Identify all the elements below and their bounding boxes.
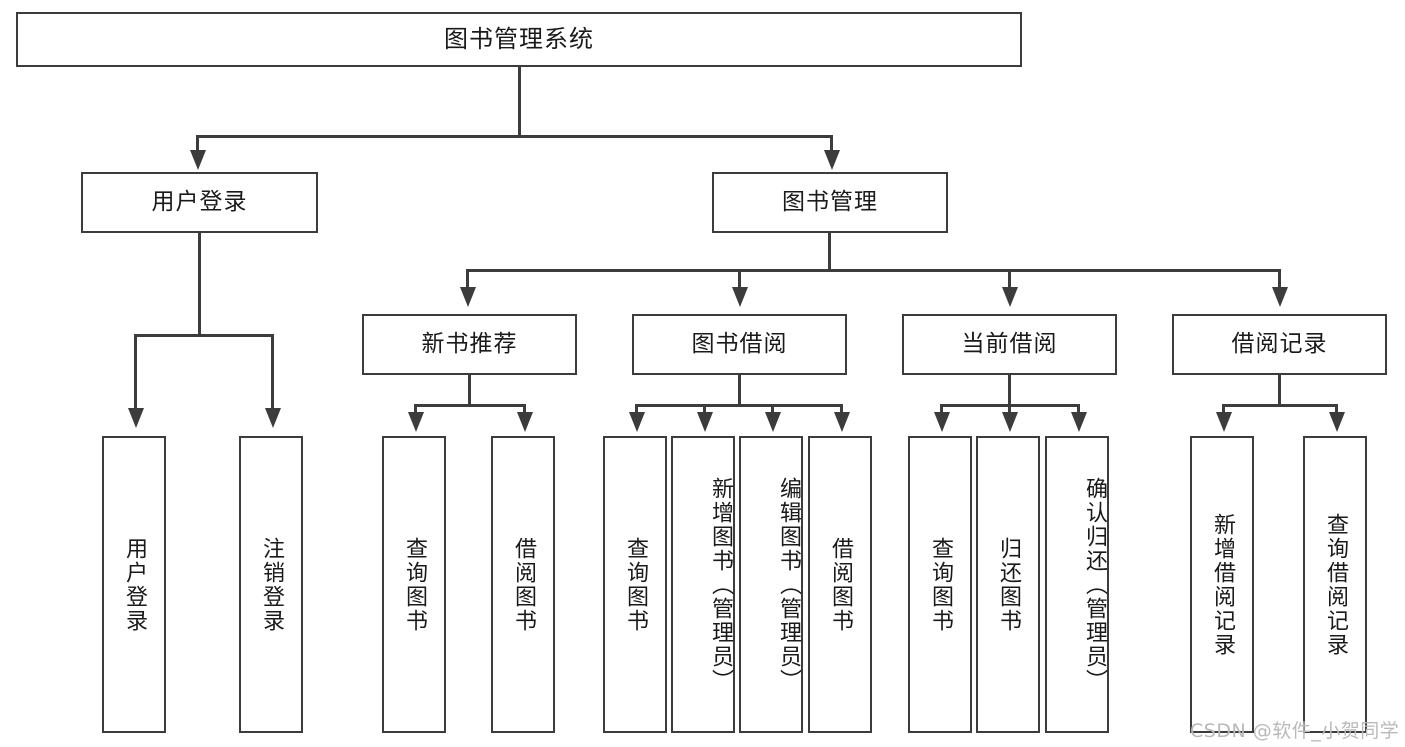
connector-user-login-left bbox=[134, 334, 137, 412]
connector-current-borrow-l2 bbox=[1008, 404, 1011, 414]
connector-root-bus bbox=[196, 135, 833, 138]
connector-current-borrow-stem bbox=[1008, 375, 1011, 407]
arrowhead-book-manage-c3 bbox=[1002, 287, 1018, 307]
arrowhead-root-to-book-manage bbox=[824, 150, 840, 170]
node-book-borrow[interactable]: 图书借阅 bbox=[632, 314, 847, 375]
connector-borrow-record-bus bbox=[1222, 404, 1338, 407]
leaf-borrow-book-borrow[interactable]: 借阅图书 bbox=[808, 436, 872, 733]
leaf-user-login[interactable]: 用户登录 bbox=[102, 436, 166, 733]
connector-current-borrow-l1 bbox=[940, 404, 943, 414]
arrowhead-current-borrow-l3 bbox=[1071, 412, 1087, 432]
connector-book-manage-c1 bbox=[466, 269, 469, 291]
node-new-book-recommend[interactable]: 新书推荐 bbox=[362, 314, 577, 375]
connector-user-login-right bbox=[271, 334, 274, 412]
leaf-add-borrow-record[interactable]: 新增借阅记录 bbox=[1190, 436, 1254, 733]
connector-borrow-record-l1 bbox=[1222, 404, 1225, 414]
connector-book-manage-bus bbox=[466, 269, 1281, 272]
arrowhead-book-borrow-l2 bbox=[697, 412, 713, 432]
leaf-logout[interactable]: 注销登录 bbox=[239, 436, 303, 733]
connector-borrow-record-l2 bbox=[1335, 404, 1338, 414]
leaf-edit-book-admin[interactable]: 编辑图书（管理员） bbox=[739, 436, 803, 733]
node-borrow-record[interactable]: 借阅记录 bbox=[1172, 314, 1387, 375]
node-book-management[interactable]: 图书管理 bbox=[712, 172, 948, 233]
connector-root-to-book-manage bbox=[830, 135, 833, 157]
connector-root-to-user-login bbox=[196, 135, 199, 157]
arrowhead-root-to-user-login bbox=[190, 150, 206, 170]
connector-book-borrow-l1 bbox=[635, 404, 638, 414]
connector-book-manage-c3 bbox=[1008, 269, 1011, 291]
arrowhead-book-manage-c2 bbox=[732, 287, 748, 307]
leaf-return-book[interactable]: 归还图书 bbox=[976, 436, 1040, 733]
arrowhead-user-login-right bbox=[265, 408, 281, 428]
connector-user-login-bus bbox=[134, 334, 274, 337]
connector-user-login-stem bbox=[198, 233, 201, 337]
connector-book-manage-c2 bbox=[738, 269, 741, 291]
arrowhead-borrow-record-l2 bbox=[1329, 412, 1345, 432]
node-root-system[interactable]: 图书管理系统 bbox=[16, 12, 1022, 67]
arrowhead-borrow-record-l1 bbox=[1216, 412, 1232, 432]
connector-book-manage-c4 bbox=[1278, 269, 1281, 291]
connector-new-book-bus bbox=[414, 404, 526, 407]
connector-book-borrow-bus bbox=[635, 404, 843, 407]
leaf-query-book-current[interactable]: 查询图书 bbox=[908, 436, 972, 733]
node-current-borrow[interactable]: 当前借阅 bbox=[902, 314, 1117, 375]
connector-new-book-l1 bbox=[414, 404, 417, 414]
arrowhead-user-login-left bbox=[128, 408, 144, 428]
csdn-watermark: CSDN @软件_小贺同学 bbox=[1190, 720, 1400, 742]
leaf-query-book-borrow[interactable]: 查询图书 bbox=[603, 436, 667, 733]
arrowhead-new-book-l1 bbox=[408, 412, 424, 432]
node-user-login[interactable]: 用户登录 bbox=[81, 172, 318, 233]
arrowhead-book-borrow-l1 bbox=[629, 412, 645, 432]
connector-root-stem bbox=[518, 67, 521, 137]
leaf-query-borrow-record[interactable]: 查询借阅记录 bbox=[1303, 436, 1367, 733]
connector-book-borrow-l4 bbox=[840, 404, 843, 414]
arrowhead-book-borrow-l3 bbox=[765, 412, 781, 432]
leaf-query-book-newbook[interactable]: 查询图书 bbox=[382, 436, 446, 733]
connector-book-borrow-stem bbox=[738, 375, 741, 407]
connector-book-borrow-l3 bbox=[771, 404, 774, 414]
leaf-borrow-book-newbook[interactable]: 借阅图书 bbox=[491, 436, 555, 733]
connector-new-book-stem bbox=[468, 375, 471, 407]
arrowhead-book-manage-c4 bbox=[1272, 287, 1288, 307]
connector-book-borrow-l2 bbox=[703, 404, 706, 414]
leaf-confirm-return-admin[interactable]: 确认归还（管理员） bbox=[1045, 436, 1109, 733]
arrowhead-new-book-l2 bbox=[517, 412, 533, 432]
leaf-add-book-admin[interactable]: 新增图书（管理员） bbox=[671, 436, 735, 733]
arrowhead-current-borrow-l1 bbox=[934, 412, 950, 432]
arrowhead-book-manage-c1 bbox=[460, 287, 476, 307]
connector-new-book-l2 bbox=[523, 404, 526, 414]
connector-borrow-record-stem bbox=[1278, 375, 1281, 407]
arrowhead-book-borrow-l4 bbox=[834, 412, 850, 432]
connector-current-borrow-l3 bbox=[1077, 404, 1080, 414]
connector-book-manage-stem bbox=[828, 233, 831, 271]
arrowhead-current-borrow-l2 bbox=[1002, 412, 1018, 432]
